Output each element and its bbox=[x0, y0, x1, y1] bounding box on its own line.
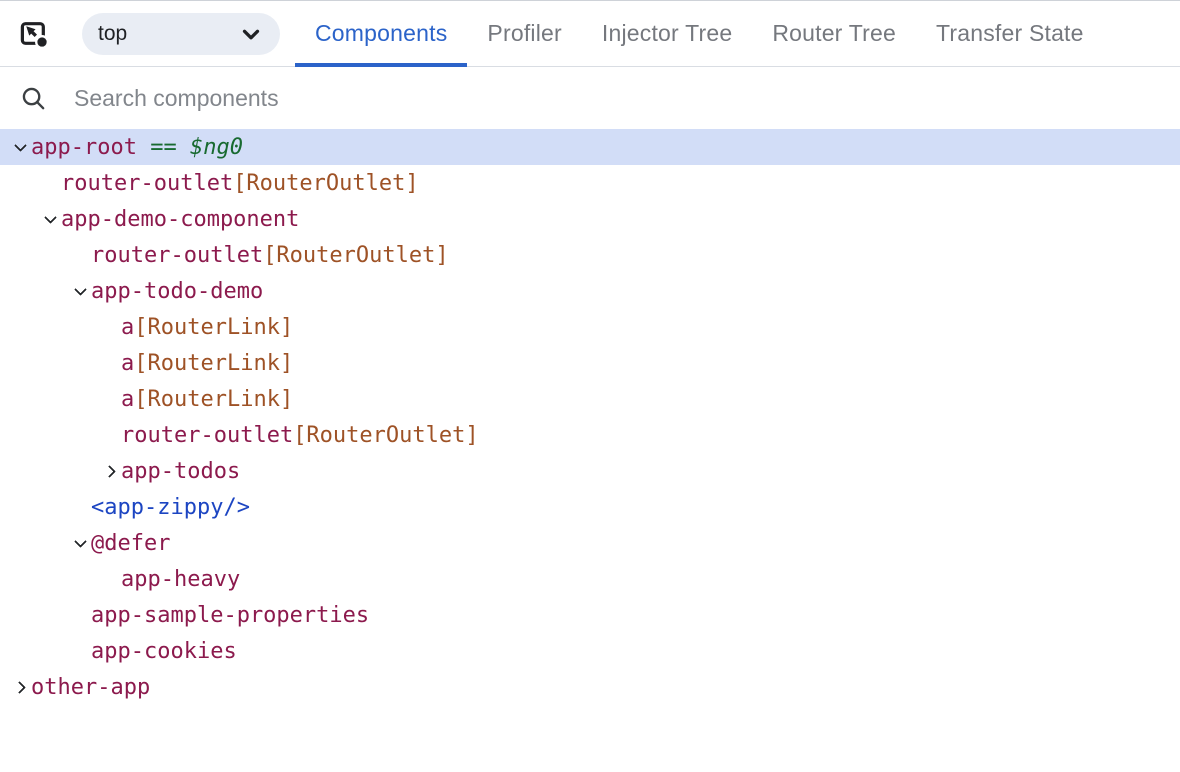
node-label: router-outlet bbox=[91, 242, 264, 268]
tab-router-tree[interactable]: Router Tree bbox=[772, 20, 896, 46]
tree-node-a[interactable]: a[RouterLink] bbox=[0, 309, 1180, 345]
tree-node-router-outlet[interactable]: router-outlet[RouterOutlet] bbox=[0, 417, 1180, 453]
tab-injector-tree[interactable]: Injector Tree bbox=[601, 20, 733, 46]
node-label: router-outlet bbox=[61, 170, 234, 196]
tree-node-app-todos[interactable]: app-todos bbox=[0, 453, 1180, 489]
node-directive-label: [RouterOutlet] bbox=[293, 422, 479, 448]
node-label: a bbox=[121, 314, 135, 340]
chevron-spacer bbox=[40, 165, 61, 201]
tree-node-app-todo-demo[interactable]: app-todo-demo bbox=[0, 273, 1180, 309]
tree-node-other-app[interactable]: other-app bbox=[0, 669, 1180, 705]
chevron-down-icon[interactable] bbox=[10, 129, 31, 165]
chevron-right-icon[interactable] bbox=[10, 669, 31, 705]
node-label: other-app bbox=[31, 674, 151, 700]
tree-node-app-demo-component[interactable]: app-demo-component bbox=[0, 201, 1180, 237]
tab-transfer-state[interactable]: Transfer State bbox=[935, 20, 1084, 46]
node-label: app-todos bbox=[121, 458, 241, 484]
search-icon bbox=[20, 85, 47, 112]
tree-node-app-sample-properties[interactable]: app-sample-properties bbox=[0, 597, 1180, 633]
console-reference-label: $ng0 bbox=[189, 134, 243, 160]
chevron-spacer bbox=[70, 597, 91, 633]
tree-node-app-root[interactable]: app-root == $ng0 bbox=[0, 129, 1180, 165]
tree-node-defer[interactable]: @defer bbox=[0, 525, 1180, 561]
node-label: app-cookies bbox=[91, 638, 237, 664]
node-label: <app-zippy/> bbox=[91, 494, 250, 520]
node-label: a bbox=[121, 350, 135, 376]
node-label: a bbox=[121, 386, 135, 412]
tree-node-app-zippy[interactable]: <app-zippy/> bbox=[0, 489, 1180, 525]
chevron-spacer bbox=[100, 381, 121, 417]
chevron-spacer bbox=[70, 237, 91, 273]
node-directive-label: [RouterOutlet] bbox=[263, 242, 449, 268]
tab-bar: Components Profiler Injector Tree Router… bbox=[295, 1, 1104, 67]
inspect-element-icon bbox=[18, 18, 49, 49]
chevron-spacer bbox=[100, 417, 121, 453]
chevron-spacer bbox=[100, 345, 121, 381]
node-label: app-demo-component bbox=[61, 206, 300, 232]
tree-node-router-outlet[interactable]: router-outlet[RouterOutlet] bbox=[0, 237, 1180, 273]
devtools-toolbar: top Components Profiler Injector Tree Ro… bbox=[0, 0, 1180, 67]
console-equals-operator: == bbox=[136, 134, 190, 160]
chevron-spacer bbox=[100, 561, 121, 597]
search-input[interactable] bbox=[74, 84, 1160, 112]
chevron-down-icon[interactable] bbox=[70, 273, 91, 309]
search-bar bbox=[0, 67, 1180, 129]
node-label: router-outlet bbox=[121, 422, 294, 448]
tab-profiler[interactable]: Profiler bbox=[487, 20, 562, 46]
node-directive-label: [RouterOutlet] bbox=[233, 170, 419, 196]
inspect-element-button[interactable] bbox=[9, 10, 57, 58]
node-label: app-root bbox=[31, 134, 137, 160]
node-label: @defer bbox=[91, 530, 171, 556]
tree-node-app-cookies[interactable]: app-cookies bbox=[0, 633, 1180, 669]
chevron-spacer bbox=[70, 633, 91, 669]
node-label: app-heavy bbox=[121, 566, 241, 592]
node-directive-label: [RouterLink] bbox=[134, 350, 294, 376]
node-directive-label: [RouterLink] bbox=[134, 386, 294, 412]
node-label: app-todo-demo bbox=[91, 278, 264, 304]
frame-selector-value: top bbox=[98, 21, 128, 45]
tree-node-app-heavy[interactable]: app-heavy bbox=[0, 561, 1180, 597]
chevron-right-icon[interactable] bbox=[100, 453, 121, 489]
frame-selector-dropdown[interactable]: top bbox=[82, 12, 280, 55]
chevron-spacer bbox=[100, 309, 121, 345]
chevron-down-icon[interactable] bbox=[40, 201, 61, 237]
tree-node-a[interactable]: a[RouterLink] bbox=[0, 345, 1180, 381]
tree-node-router-outlet[interactable]: router-outlet[RouterOutlet] bbox=[0, 165, 1180, 201]
chevron-down-icon bbox=[238, 21, 264, 47]
node-label: app-sample-properties bbox=[91, 602, 370, 628]
tree-node-a[interactable]: a[RouterLink] bbox=[0, 381, 1180, 417]
node-directive-label: [RouterLink] bbox=[134, 314, 294, 340]
tab-components[interactable]: Components bbox=[295, 1, 468, 67]
chevron-spacer bbox=[70, 489, 91, 525]
chevron-down-icon[interactable] bbox=[70, 525, 91, 561]
